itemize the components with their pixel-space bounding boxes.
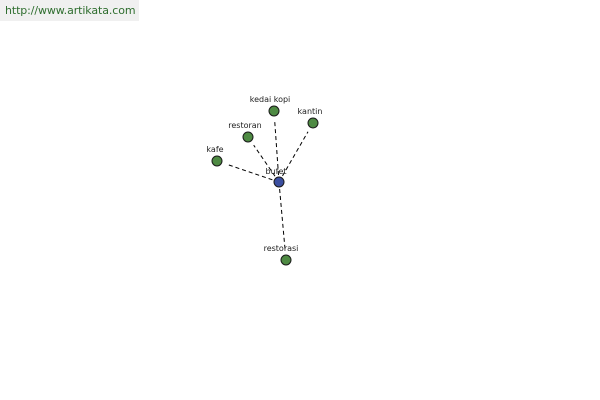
node-label-bufet: bufet	[265, 167, 286, 176]
node-label-restorasi: restorasi	[264, 244, 299, 253]
graph-labels: kedai kopi restoran kantin kafe restorasi buf…	[206, 95, 322, 253]
edge-bufet-restoran	[253, 144, 276, 177]
node-label-kedai-kopi: kedai kopi	[250, 95, 291, 104]
node-label-kantin: kantin	[298, 107, 323, 116]
edge-bufet-kedai-kopi	[274, 120, 279, 176]
edge-bufet-kantin	[282, 131, 309, 177]
node-label-kafe: kafe	[206, 145, 223, 154]
watermark-url: http://www.artikata.com	[0, 0, 139, 21]
edge-bufet-kafe	[226, 163, 273, 181]
edge-bufet-restorasi	[279, 188, 286, 251]
node-kantin[interactable]	[307, 117, 319, 129]
graph-nodes	[211, 105, 319, 266]
node-kedai-kopi[interactable]	[268, 105, 280, 117]
center-node-bufet[interactable]	[273, 176, 285, 188]
node-restorasi[interactable]	[280, 254, 292, 266]
node-kafe[interactable]	[211, 155, 223, 167]
node-label-restoran: restoran	[228, 121, 262, 130]
node-restoran[interactable]	[242, 131, 254, 143]
graph-edges	[226, 120, 309, 251]
